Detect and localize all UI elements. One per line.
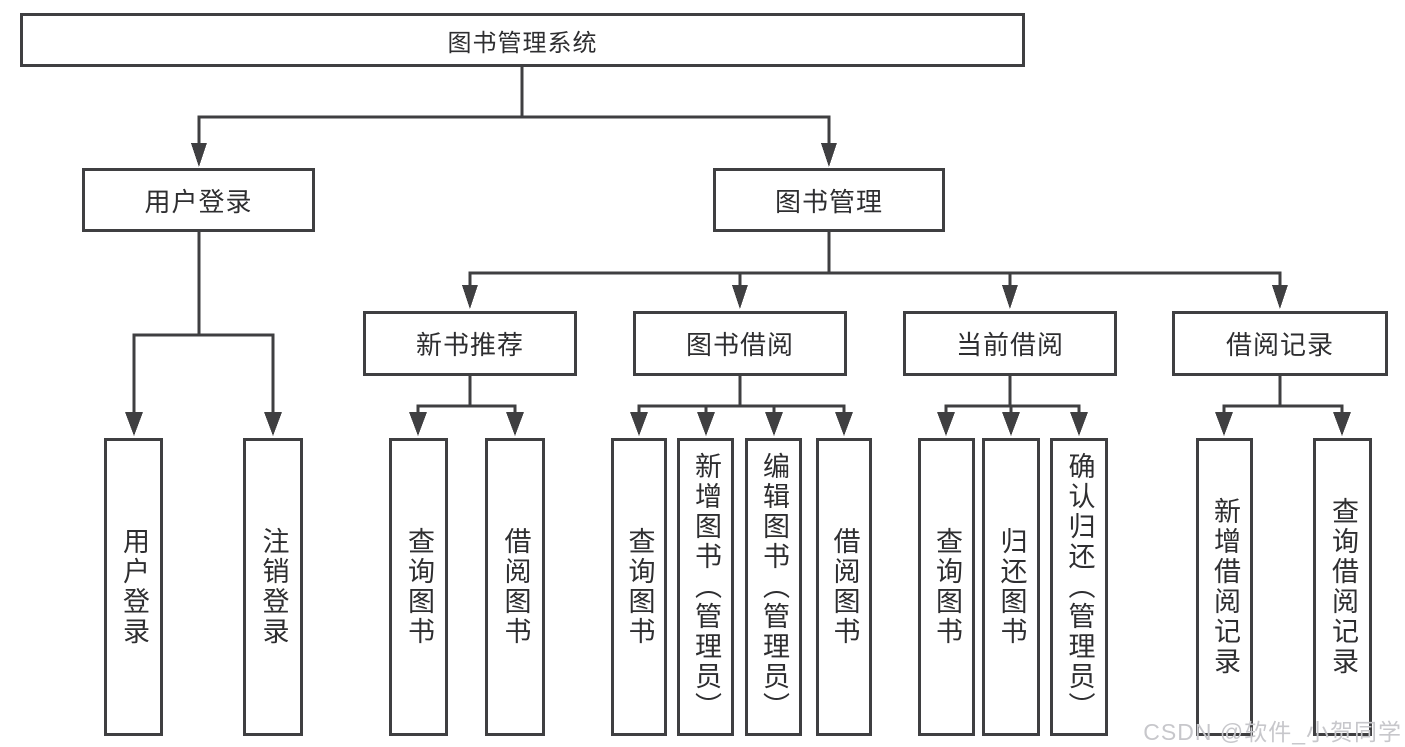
leaf-logout: 注销登录	[243, 438, 303, 736]
leaf-label: 归还图书	[996, 527, 1027, 647]
leaf-label: 用户登录	[119, 527, 149, 647]
node-user-login: 用户登录	[82, 168, 315, 232]
connector-book-borrow-to-leaves	[630, 376, 853, 436]
node-root-system: 图书管理系统	[20, 13, 1025, 67]
connector-book-management-to-level3	[462, 232, 1288, 309]
leaf-label: 编辑图书（管理员）	[759, 452, 789, 722]
leaf-label: 查询图书	[624, 527, 655, 647]
csdn-watermark: CSDN @软件_小贺同学	[1143, 719, 1402, 745]
leaf-query-books-current: 查询图书	[918, 438, 975, 736]
leaf-query-borrow-record: 查询借阅记录	[1313, 438, 1372, 736]
leaf-edit-books-admin: 编辑图书（管理员）	[745, 438, 802, 736]
leaf-label: 查询借阅记录	[1328, 497, 1358, 677]
node-book-borrow: 图书借阅	[633, 311, 847, 376]
leaf-borrow-books-recommend: 借阅图书	[485, 438, 545, 736]
leaf-label: 确认归还（管理员）	[1064, 452, 1095, 722]
connector-new-book-recommend-to-leaves	[409, 376, 524, 436]
leaf-return-books: 归还图书	[982, 438, 1040, 736]
leaf-add-borrow-record: 新增借阅记录	[1196, 438, 1253, 736]
connector-root-to-level2	[191, 67, 837, 167]
leaf-label: 查询图书	[404, 527, 434, 647]
leaf-label: 注销登录	[258, 527, 289, 647]
node-new-book-recommend: 新书推荐	[363, 311, 577, 376]
leaf-label: 新增借阅记录	[1210, 497, 1240, 677]
connector-borrow-records-to-leaves	[1215, 376, 1351, 436]
node-book-management: 图书管理	[713, 168, 945, 232]
leaf-query-books-recommend: 查询图书	[389, 438, 448, 736]
leaf-add-books-admin: 新增图书（管理员）	[677, 438, 734, 736]
connector-current-borrow-to-leaves	[937, 376, 1088, 436]
leaf-query-books-borrow: 查询图书	[611, 438, 667, 736]
leaf-label: 借阅图书	[829, 527, 860, 647]
node-borrow-records: 借阅记录	[1172, 311, 1388, 376]
leaf-borrow-books: 借阅图书	[816, 438, 872, 736]
leaf-label: 查询图书	[932, 527, 962, 647]
node-current-borrow: 当前借阅	[903, 311, 1117, 376]
leaf-user-login: 用户登录	[104, 438, 163, 736]
leaf-label: 借阅图书	[500, 527, 531, 647]
leaf-confirm-return-admin: 确认归还（管理员）	[1050, 438, 1108, 736]
leaf-label: 新增图书（管理员）	[691, 452, 721, 722]
connector-user-login-to-leaves	[125, 232, 282, 436]
